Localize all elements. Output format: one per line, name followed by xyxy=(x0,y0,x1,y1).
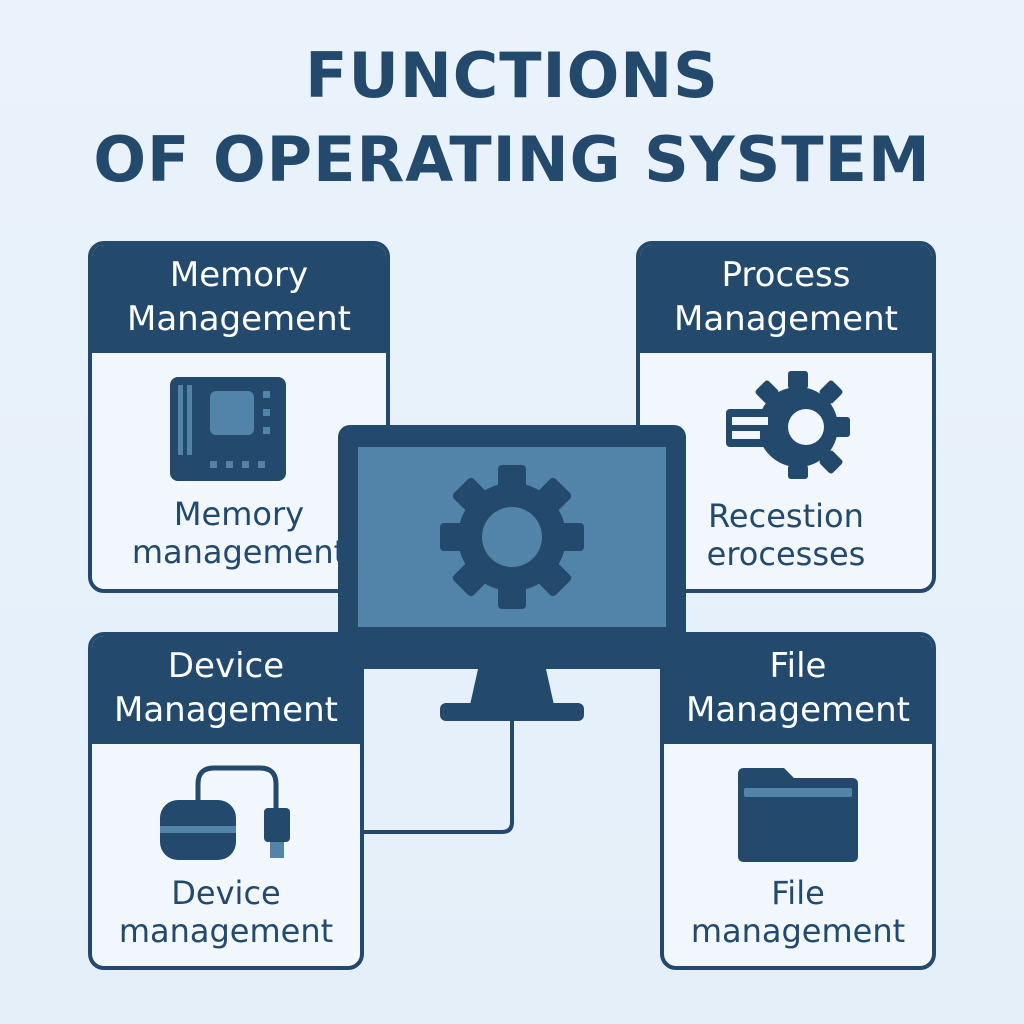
memory-caption-line-2: management xyxy=(131,533,347,571)
device-caption-line-1: Device xyxy=(171,874,281,912)
process-header-line-1: Process xyxy=(721,255,851,295)
device-management-header: Device Management xyxy=(92,636,360,744)
process-caption-line-2: erocesses xyxy=(706,535,866,573)
usb-device-icon xyxy=(160,765,290,860)
file-management-header: File Management xyxy=(664,636,932,744)
settings-gear-icon xyxy=(440,465,584,609)
process-management-header: Process Management xyxy=(640,245,932,353)
process-gear-icon xyxy=(726,371,850,479)
file-header-line-1: File xyxy=(769,646,827,686)
memory-management-caption: Memory management xyxy=(92,495,386,571)
file-header-line-2: Management xyxy=(686,690,910,730)
device-header-line-2: Management xyxy=(114,690,338,730)
device-management-caption: Device management xyxy=(92,874,360,950)
memory-chip-icon xyxy=(170,377,286,481)
file-management-caption: File management xyxy=(664,874,932,950)
process-management-caption: Recestion erocesses xyxy=(640,497,932,573)
file-caption-line-2: management xyxy=(690,912,906,950)
file-caption-line-1: File xyxy=(771,874,825,912)
memory-management-header: Memory Management xyxy=(92,245,386,353)
device-header-line-1: Device xyxy=(167,646,285,686)
memory-caption-line-1: Memory xyxy=(173,495,305,533)
process-header-line-2: Management xyxy=(674,299,898,339)
monitor-gear-icon xyxy=(338,425,686,721)
process-caption-line-1: Recestion xyxy=(708,497,864,535)
file-management-card: File Management File management xyxy=(660,632,936,970)
title-line-1: FUNCTIONS xyxy=(305,39,719,112)
device-caption-line-2: management xyxy=(118,912,334,950)
memory-header-line-1: Memory xyxy=(169,255,309,295)
folder-icon xyxy=(738,768,858,862)
memory-header-line-2: Management xyxy=(127,299,351,339)
title-line-2: OF OPERATING SYSTEM xyxy=(93,123,931,196)
device-management-card: Device Management Device management xyxy=(88,632,364,970)
